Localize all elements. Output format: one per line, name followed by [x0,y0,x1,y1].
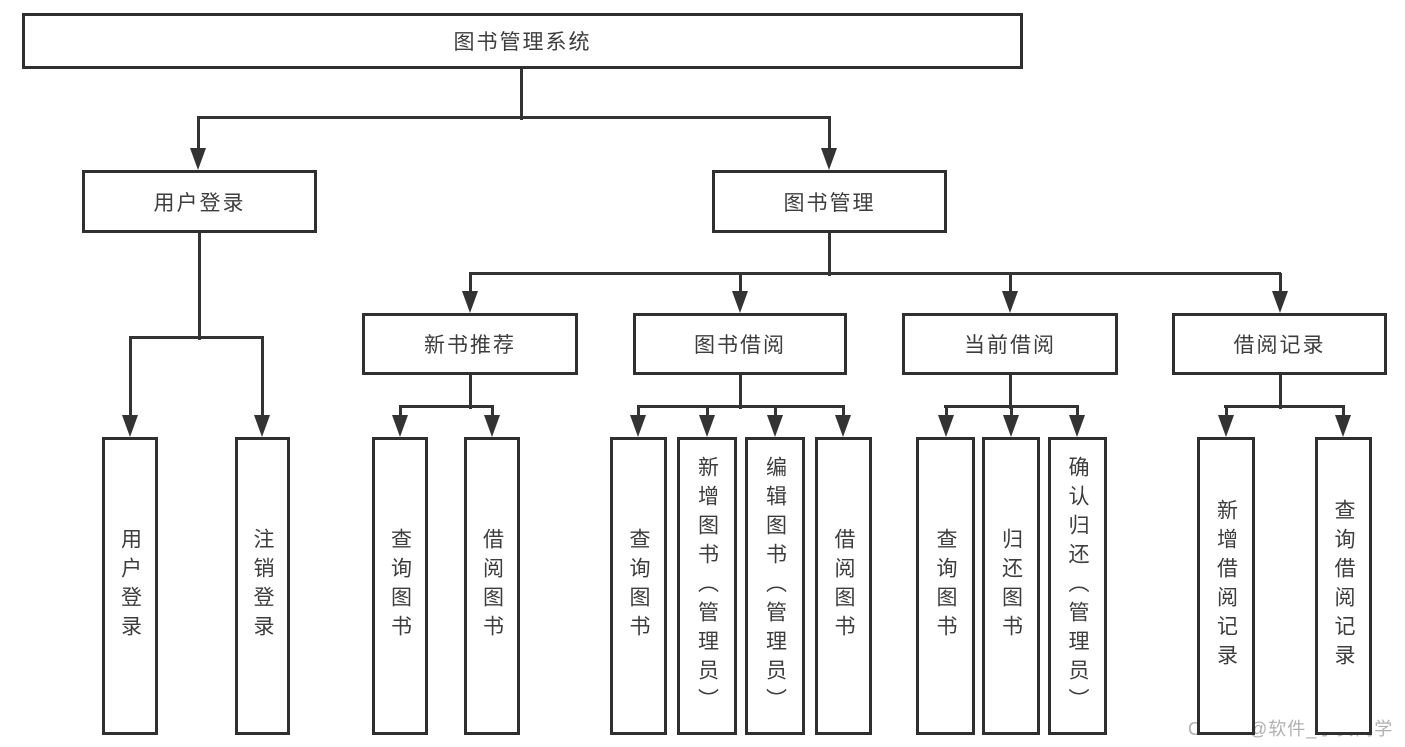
arrow-shaft [1008,273,1012,293]
arrow-down-icon [1003,415,1019,437]
node-label-book-borrow: 图书借阅 [694,334,786,357]
node-label-cb-return-book: 归还图书 [999,528,1023,644]
arrow-down-icon [835,415,851,437]
node-label-rec-search-book: 查询图书 [388,528,412,644]
arrow-shaft [490,406,494,417]
connector-line [197,233,201,340]
node-bb-add-book: 新增图书（管理员） [677,437,737,735]
arrow-down-icon [254,415,270,437]
node-label-bb-edit-book: 编辑图书（管理员） [763,455,787,717]
arrow-shaft [773,406,777,417]
node-rec-borrow-book: 借阅图书 [464,437,520,735]
node-user-logout: 注销登录 [235,437,290,735]
arrow-shaft [1009,406,1013,417]
arrow-down-icon [821,148,837,170]
arrow-shaft [841,406,845,417]
node-label-current-borrow: 当前借阅 [964,334,1056,357]
node-label-cb-confirm-return: 确认归还（管理员） [1066,455,1089,717]
arrow-shaft [1075,406,1079,417]
node-bb-search-book: 查询图书 [610,437,667,735]
arrow-shaft [827,117,831,150]
connector-line [468,375,472,409]
arrow-shaft [944,406,948,417]
node-label-new-book-rec: 新书推荐 [424,334,516,357]
node-rec-search-book: 查询图书 [372,437,428,735]
node-borrow-records: 借阅记录 [1172,313,1387,375]
node-label-user-login: 用户登录 [118,528,142,644]
node-book-mgmt: 图书管理 [712,170,947,233]
arrow-down-icon [190,148,206,170]
arrow-shaft [1278,273,1282,293]
arrow-shaft [196,117,200,150]
node-new-book-rec: 新书推荐 [362,313,578,375]
node-label-borrow-records: 借阅记录 [1233,334,1326,357]
connector-line [197,115,831,119]
arrow-down-icon [392,415,408,437]
connector-line [1008,375,1012,409]
arrow-down-icon [1335,415,1351,437]
node-br-add-record: 新增借阅记录 [1197,437,1255,735]
node-cb-search-book: 查询图书 [916,437,975,735]
arrow-down-icon [1272,291,1288,313]
arrow-shaft [636,406,640,417]
node-cb-confirm-return: 确认归还（管理员） [1048,437,1107,735]
connector-line [1224,404,1345,408]
arrow-down-icon [699,415,715,437]
node-user-login: 用户登录 [102,437,158,735]
arrow-shaft [1224,406,1228,417]
arrow-shaft [705,406,709,417]
node-book-borrow: 图书借阅 [633,313,847,375]
node-label-br-add-record: 新增借阅记录 [1214,499,1238,673]
arrow-down-icon [484,415,500,437]
arrow-shaft [128,337,132,417]
connector-line [827,233,831,276]
node-label-bb-borrow-book: 借阅图书 [832,528,855,644]
connector-line [519,69,523,120]
arrow-down-icon [938,415,954,437]
arrow-down-icon [630,415,646,437]
arrow-shaft [260,337,264,417]
arrow-shaft [1341,406,1345,417]
arrow-down-icon [767,415,783,437]
connector-line [637,404,845,408]
node-label-root: 图书管理系统 [453,31,592,54]
arrow-down-icon [1218,415,1234,437]
arrow-shaft [468,273,472,293]
node-bb-edit-book: 编辑图书（管理员） [745,437,805,735]
node-label-user-logout: 注销登录 [251,528,274,644]
node-cb-return-book: 归还图书 [982,437,1040,735]
connector-line [469,271,1281,275]
arrow-down-icon [732,291,748,313]
arrow-down-icon [1002,291,1018,313]
node-label-rec-borrow-book: 借阅图书 [480,528,504,644]
connector-line [738,375,742,409]
node-current-borrow: 当前借阅 [902,313,1118,375]
arrow-shaft [398,406,402,417]
node-label-bb-add-book: 新增图书（管理员） [695,455,719,717]
connector-line [129,335,264,339]
connector-line [1278,375,1282,409]
arrow-shaft [738,273,742,293]
arrow-down-icon [1069,415,1085,437]
node-label-bb-search-book: 查询图书 [627,528,650,644]
node-label-user-login-group: 用户登录 [153,191,246,215]
connector-line [399,404,494,408]
node-bb-borrow-book: 借阅图书 [815,437,872,735]
node-root: 图书管理系统 [22,13,1023,69]
node-label-br-search-record: 查询借阅记录 [1332,499,1355,673]
node-label-book-mgmt: 图书管理 [783,191,876,215]
node-br-search-record: 查询借阅记录 [1315,437,1372,735]
node-label-cb-search-book: 查询图书 [934,528,957,644]
arrow-down-icon [462,291,478,313]
node-user-login-group: 用户登录 [82,170,317,233]
arrow-down-icon [122,415,138,437]
